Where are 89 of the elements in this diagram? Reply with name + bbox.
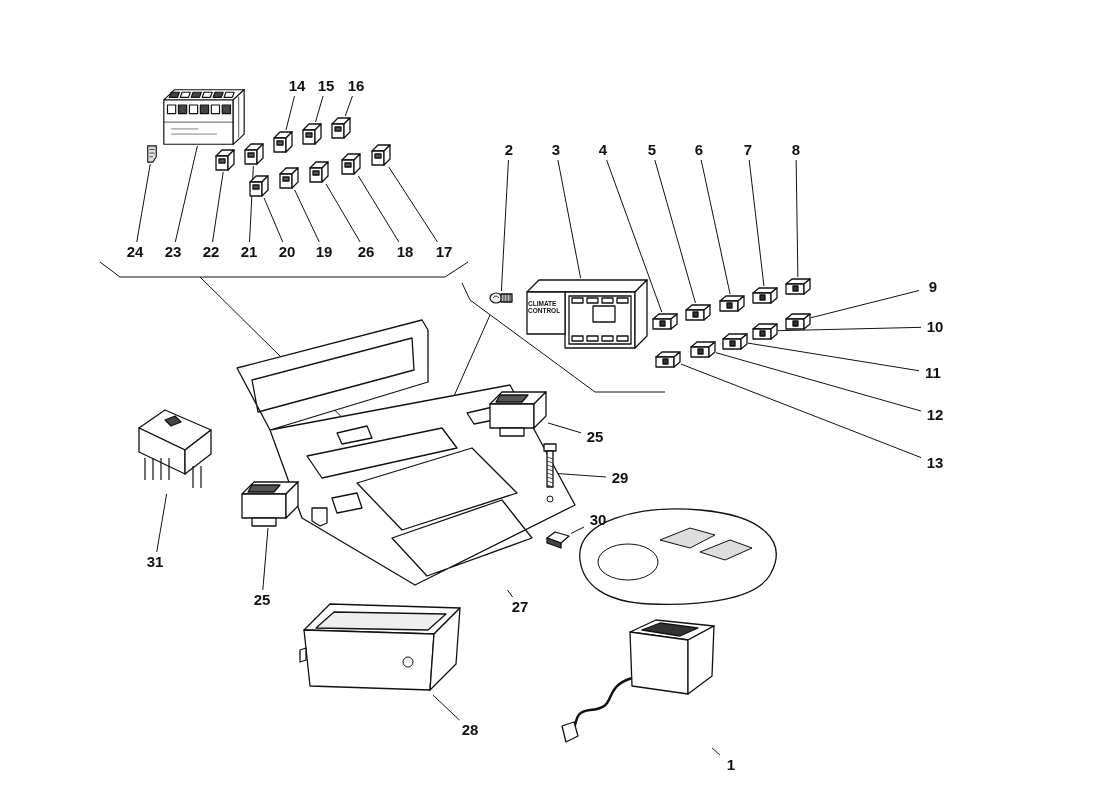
callout-number: 6 (685, 140, 713, 160)
leader-line (711, 747, 721, 756)
rocker-switch-drawing (370, 143, 392, 167)
leader-line (747, 342, 920, 372)
callout-number: 28 (456, 720, 484, 740)
rocker-switch-drawing (248, 174, 270, 198)
leader-line (315, 95, 324, 123)
leader-line (606, 159, 663, 313)
rocker-switch-drawing (278, 166, 300, 190)
leader-line (357, 175, 400, 243)
callout-number: 19 (310, 242, 338, 262)
leader-line (325, 183, 361, 243)
callout-number: 8 (782, 140, 810, 160)
callout-number: 24 (121, 242, 149, 262)
callout-number: 29 (606, 468, 634, 488)
callout-number: 15 (312, 76, 340, 96)
callout-number: 3 (542, 140, 570, 160)
callout-number: 2 (495, 140, 523, 160)
clip-drawing (545, 530, 571, 550)
callout-number: 20 (273, 242, 301, 262)
callout-number: 1 (717, 755, 745, 775)
leader-line (547, 422, 582, 434)
callout-number: 26 (352, 242, 380, 262)
relay-drawing (652, 312, 678, 330)
switch-panel-drawing (162, 88, 246, 146)
leader-line (570, 526, 585, 534)
relay-drawing (785, 312, 811, 330)
relay-drawing (752, 322, 778, 340)
leader-line (262, 527, 269, 591)
clip-drawing (146, 144, 158, 164)
callout-number: 7 (734, 140, 762, 160)
callout-number: 9 (919, 277, 947, 297)
relay-drawing (655, 350, 681, 368)
leader-line (212, 171, 224, 243)
rocker-switch-drawing (308, 160, 330, 184)
leader-line (680, 363, 922, 459)
rocker-switch-drawing (272, 130, 294, 154)
control-unit-drawing (525, 278, 650, 350)
callout-number: 31 (141, 552, 169, 572)
callout-number: 4 (589, 140, 617, 160)
leader-line (506, 589, 514, 598)
callout-number: 13 (921, 453, 949, 473)
rocker-switch-drawing (330, 116, 352, 140)
rocker-switch-drawing (243, 142, 265, 166)
callout-number: 27 (506, 597, 534, 617)
leader-line (810, 290, 920, 319)
leader-line (156, 493, 168, 553)
callout-number: 14 (283, 76, 311, 96)
callout-number: 25 (248, 590, 276, 610)
callout-number: 17 (430, 242, 458, 262)
leader-line (432, 694, 460, 721)
leader-line (263, 197, 284, 243)
leader-line (344, 95, 353, 117)
callout-number: 22 (197, 242, 225, 262)
leader-line (294, 189, 320, 243)
bulb-drawing (488, 291, 514, 305)
callout-number: 10 (921, 317, 949, 337)
relay-drawing (719, 294, 745, 312)
leader-line (249, 165, 254, 243)
relay-drawing (752, 286, 778, 304)
leader-line (285, 95, 295, 131)
callout-number: 30 (584, 510, 612, 530)
leader-line (748, 159, 765, 287)
callout-number: 21 (235, 242, 263, 262)
callout-number: 23 (159, 242, 187, 262)
leader-line (388, 166, 438, 243)
callout-number: 16 (342, 76, 370, 96)
leader-line (500, 159, 509, 292)
rocker-switch-drawing (301, 122, 323, 146)
callout-number: 5 (638, 140, 666, 160)
leader-line (654, 159, 696, 304)
callout-number: 11 (919, 363, 947, 383)
rocker-switch-drawing (214, 148, 236, 172)
callout-number: 12 (921, 405, 949, 425)
relay-drawing (685, 303, 711, 321)
leader-line (556, 473, 607, 478)
relay-drawing (690, 340, 716, 358)
leader-line (795, 159, 799, 278)
leader-line (715, 352, 922, 412)
leader-line (557, 159, 582, 279)
leader-line (136, 163, 151, 243)
leader-line (777, 326, 922, 332)
rocker-switch-drawing (340, 152, 362, 176)
leader-line (174, 145, 198, 243)
relay-drawing (785, 277, 811, 295)
callout-number: 18 (391, 242, 419, 262)
relay-drawing (722, 332, 748, 350)
callout-number: 25 (581, 427, 609, 447)
leader-line (700, 159, 731, 295)
